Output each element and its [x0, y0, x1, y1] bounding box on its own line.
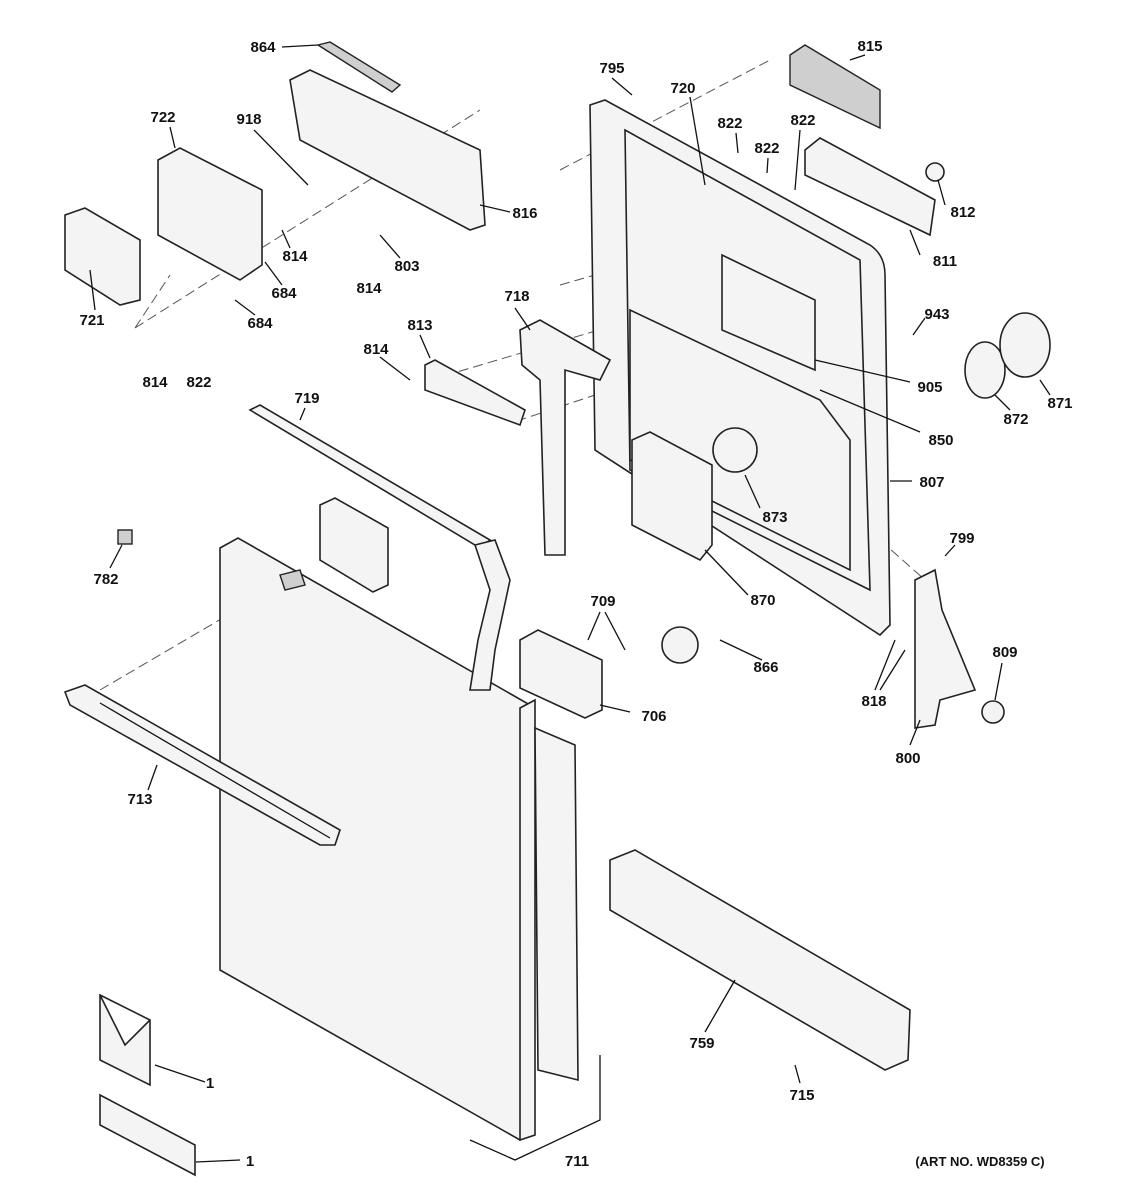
hinge-800 — [914, 568, 977, 729]
label-822: 822 — [717, 115, 742, 132]
label-711: 711 — [565, 1153, 589, 1170]
label-870: 870 — [750, 592, 775, 609]
kickplate-759 — [609, 849, 911, 1071]
label-822: 822 — [186, 374, 211, 391]
label-943: 943 — [924, 306, 949, 323]
label-822: 822 — [754, 140, 779, 157]
label-706: 706 — [641, 708, 666, 725]
label-684: 684 — [271, 285, 297, 302]
outer-door-panel — [219, 537, 601, 1161]
label-872: 872 — [1003, 411, 1028, 428]
part-815 — [789, 44, 881, 130]
label-864: 864 — [250, 39, 276, 56]
label-799: 799 — [949, 530, 974, 547]
label-803: 803 — [394, 258, 419, 275]
label-807: 807 — [919, 474, 944, 491]
label-818: 818 — [861, 693, 886, 710]
ring-872 — [964, 341, 1006, 399]
label-812: 812 — [950, 204, 975, 221]
label-822: 822 — [790, 112, 815, 129]
label-814: 814 — [356, 280, 382, 297]
module-721 — [64, 207, 141, 306]
control-module-722 — [157, 147, 263, 281]
console-strip — [248, 404, 492, 549]
label-815: 815 — [857, 38, 882, 55]
handle-bracket-706 — [519, 629, 603, 719]
handle-bracket-upper — [319, 497, 389, 593]
label-918: 918 — [236, 111, 261, 128]
label-759: 759 — [689, 1035, 714, 1052]
label-718: 718 — [504, 288, 529, 305]
label-721: 721 — [79, 312, 104, 329]
label-684: 684 — [247, 315, 273, 332]
label-713: 713 — [127, 791, 152, 808]
part-811 — [804, 137, 936, 237]
manual-label — [99, 1093, 196, 1177]
label-873: 873 — [762, 509, 787, 526]
door-handle — [63, 684, 341, 846]
label-850: 850 — [928, 432, 953, 449]
control-panel-816 — [289, 69, 486, 231]
label-814: 814 — [282, 248, 308, 265]
part-782 — [117, 529, 133, 545]
label-782: 782 — [93, 571, 118, 588]
label-813: 813 — [407, 317, 432, 334]
part-812 — [925, 162, 945, 182]
label-715: 715 — [789, 1087, 814, 1104]
label-809: 809 — [992, 644, 1017, 661]
manual-envelope — [99, 993, 151, 1087]
label-722: 722 — [150, 109, 175, 126]
label-1: 1 — [206, 1075, 214, 1092]
label-720: 720 — [670, 80, 695, 97]
vent — [519, 319, 612, 556]
label-719: 719 — [294, 390, 319, 407]
dispenser — [631, 431, 713, 562]
leader-lines — [89, 44, 1051, 1163]
label-871: 871 — [1047, 395, 1072, 412]
label-816: 816 — [512, 205, 537, 222]
art-number: (ART NO. WD8359 C) — [915, 1154, 1044, 1169]
label-811: 811 — [933, 253, 957, 270]
part-labels: 864 722 918 816 814 803 684 684 721 814 … — [79, 38, 1072, 1170]
label-709: 709 — [590, 593, 615, 610]
label-866: 866 — [753, 659, 778, 676]
valve-866 — [661, 626, 699, 664]
label-795: 795 — [599, 60, 624, 77]
strip-864 — [316, 41, 402, 93]
label-905: 905 — [917, 379, 942, 396]
ribbon-cable — [469, 539, 511, 691]
ring-871 — [999, 312, 1051, 378]
label-800: 800 — [895, 750, 920, 767]
label-814: 814 — [142, 374, 168, 391]
bracket-813 — [424, 359, 526, 427]
label-1: 1 — [246, 1153, 254, 1170]
label-814: 814 — [363, 341, 389, 358]
knob-809 — [981, 700, 1005, 724]
